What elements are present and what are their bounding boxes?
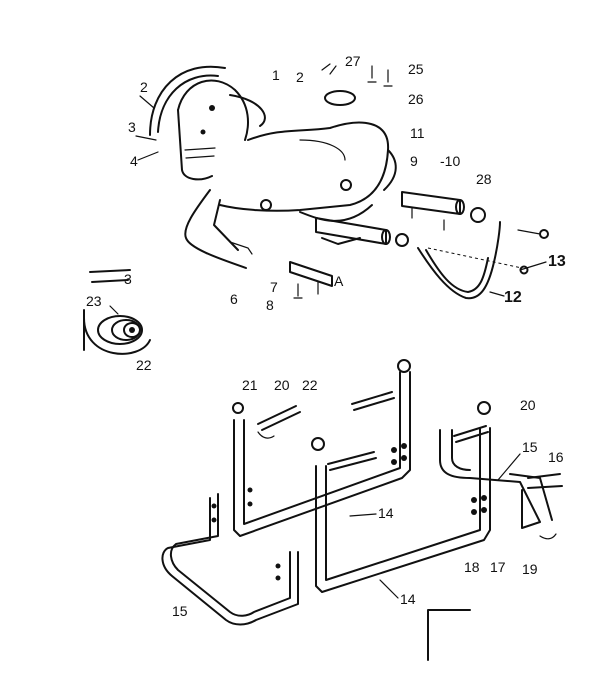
label-4: 4 xyxy=(130,153,138,169)
label-2-left: 2 xyxy=(140,79,148,95)
label-25: 25 xyxy=(408,61,424,77)
peg-a-bar xyxy=(289,261,333,287)
handle-grip xyxy=(324,90,356,106)
spring-upper xyxy=(351,391,395,411)
cotter-19 xyxy=(539,533,557,540)
label-7: 7 xyxy=(270,279,278,295)
washer-lower xyxy=(395,233,409,247)
label-22-frame: 22 xyxy=(302,377,318,393)
spring-20 xyxy=(453,425,489,443)
stirrup-12 xyxy=(417,221,549,300)
label-A: A xyxy=(334,273,344,289)
loop-21 xyxy=(232,402,244,414)
side-bracket-inner xyxy=(451,429,471,471)
label-21: 21 xyxy=(242,377,258,393)
bottom-bracket xyxy=(427,609,471,661)
label-14-upper: 14 xyxy=(378,505,394,521)
horse-head xyxy=(177,79,249,141)
label-3-inset: 3 xyxy=(124,271,132,287)
mane-arc-inner xyxy=(157,74,219,133)
frame-14-lower-inner xyxy=(325,427,481,581)
label-9: 9 xyxy=(410,153,418,169)
loop-mid xyxy=(311,437,325,451)
saddle-line xyxy=(299,139,346,161)
peg-10 xyxy=(401,191,461,215)
label-17: 17 xyxy=(490,559,506,575)
label-1: 1 xyxy=(272,67,280,83)
label-23: 23 xyxy=(86,293,102,309)
horse-tail xyxy=(383,149,397,191)
base-frame xyxy=(161,359,563,661)
label-18: 18 xyxy=(464,559,480,575)
horse-neck xyxy=(229,94,266,127)
stirrup-dashline xyxy=(427,247,523,269)
label-27: 27 xyxy=(345,53,361,69)
label-20-top: 20 xyxy=(274,377,290,393)
mane-arc xyxy=(149,65,226,136)
body-hole-front xyxy=(260,199,272,211)
horse-muzzle xyxy=(177,109,213,181)
bridle xyxy=(184,147,216,159)
horse-nostril xyxy=(200,129,206,135)
hardware-25-26 xyxy=(367,65,393,87)
pivot-bracket xyxy=(321,237,361,245)
label-15-bottom: 15 xyxy=(172,603,188,619)
label-11: 11 xyxy=(410,125,425,141)
frame-14-upper-inner xyxy=(243,371,401,525)
label-16: 16 xyxy=(548,449,564,465)
loop-top xyxy=(397,359,411,373)
bolt-16a xyxy=(527,473,561,479)
label-15-right: 15 xyxy=(522,439,538,455)
stirrup-inner xyxy=(425,249,489,293)
loop-20 xyxy=(477,401,491,415)
handle-grip-part xyxy=(321,63,356,106)
peg-a xyxy=(229,241,333,299)
floor-rail-15 xyxy=(161,497,299,626)
spring-inset xyxy=(83,269,151,355)
label-19: 19 xyxy=(522,561,538,577)
bracket-plate xyxy=(509,473,553,521)
label-20-right: 20 xyxy=(520,397,536,413)
spring-middle xyxy=(327,451,377,471)
side-bracket-15 xyxy=(439,429,541,529)
bolt-16b xyxy=(527,485,563,489)
frame-14-upper xyxy=(233,371,411,537)
floor-rail-15-inner xyxy=(170,493,291,617)
inset-frame xyxy=(83,309,151,355)
washer-28 xyxy=(470,207,486,223)
label-6: 6 xyxy=(230,291,238,307)
label-8: 8 xyxy=(266,297,274,313)
label-14-lower: 14 xyxy=(400,591,416,607)
bolt-13 xyxy=(539,229,549,239)
foot-bracket xyxy=(229,241,253,255)
peg-10-end xyxy=(455,199,465,215)
foot-rest-pegs xyxy=(315,191,486,247)
horse-eye xyxy=(209,105,215,111)
peg-lower-end xyxy=(381,229,391,245)
label-22-inset: 22 xyxy=(136,357,152,373)
label-10: -10 xyxy=(440,153,460,169)
stirrup-loop xyxy=(417,221,501,300)
label-3: 3 xyxy=(128,119,136,135)
front-leg xyxy=(184,189,247,269)
spring-21 xyxy=(257,405,301,431)
label-28: 28 xyxy=(476,171,492,187)
leader-lines xyxy=(109,95,547,599)
label-12: 12 xyxy=(504,289,522,306)
frame-14-lower xyxy=(315,427,491,593)
label-26: 26 xyxy=(408,91,424,107)
spring-coil xyxy=(97,315,143,345)
label-2-top: 2 xyxy=(296,69,304,85)
part-labels: 27 25 26 11 9 -10 28 13 12 2 1 2 3 4 A 6… xyxy=(86,53,566,619)
grip-detail xyxy=(321,63,337,75)
label-13: 13 xyxy=(548,253,566,270)
body-hole-rear xyxy=(340,179,352,191)
inset-bracket xyxy=(89,269,131,283)
